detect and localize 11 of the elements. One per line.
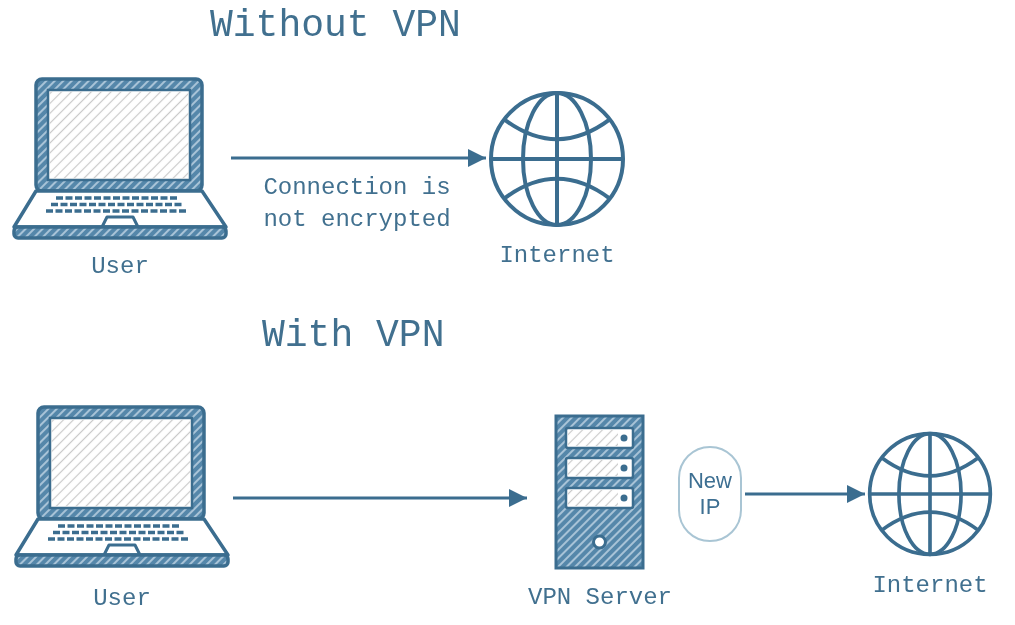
node-caption: User (91, 253, 149, 281)
node-caption: VPN Server (528, 584, 672, 612)
node-caption: Internet (872, 572, 988, 600)
section-heading: With VPN (262, 314, 445, 358)
node-caption: Internet (499, 242, 615, 270)
arrow (233, 489, 527, 507)
node-caption: User (93, 585, 151, 613)
arrow (745, 485, 865, 503)
section-heading: Without VPN (210, 4, 461, 48)
ip-bubble: New IP (678, 446, 742, 542)
arrow (231, 149, 486, 167)
